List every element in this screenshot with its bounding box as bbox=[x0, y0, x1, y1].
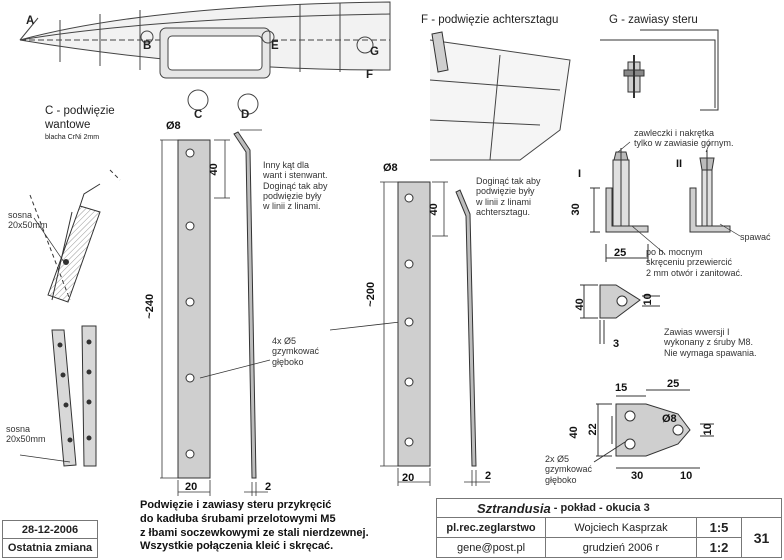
sheet-name: pokład - okucia 3 bbox=[560, 502, 650, 514]
dim-h-10: 10 bbox=[701, 423, 714, 436]
note-spawac: spawać bbox=[740, 232, 771, 242]
marker-b: B bbox=[143, 40, 152, 52]
section-c-title-1: C - podwięzie bbox=[45, 105, 115, 117]
note-hinge-m8: Zawias wwersji I wykonany z śruby M8. Ni… bbox=[664, 327, 757, 358]
dim-g-25: 25 bbox=[614, 247, 627, 259]
title-block: Sztrandusia - pokład - okucia 3 pl.rec.z… bbox=[436, 498, 782, 558]
section-f-title: F - podwięzie achtersztagu bbox=[421, 14, 559, 26]
dim-2-left: 2 bbox=[265, 481, 272, 493]
dim-g-3: 3 bbox=[613, 338, 620, 350]
holes-leader bbox=[199, 321, 401, 379]
c-chainplate-view-top bbox=[29, 169, 121, 303]
section-c-material: blacha CrNi 2mm bbox=[45, 134, 100, 141]
roman-1: I bbox=[578, 168, 582, 180]
dim-h-30: 30 bbox=[631, 470, 644, 482]
dim-40-mid: 40 bbox=[427, 203, 440, 216]
note-bend-achter: Doginąć tak aby podwięzie były w linii z… bbox=[476, 176, 541, 218]
dim-200: ~200 bbox=[365, 281, 378, 307]
strap-200 bbox=[380, 181, 490, 486]
marker-f: F bbox=[366, 69, 374, 81]
dim-o8-mid: Ø8 bbox=[383, 162, 398, 174]
marker-c: C bbox=[194, 109, 203, 121]
note-sosna-bottom: sosna 20x50mm bbox=[6, 424, 46, 445]
section-g-title: G - zawiasy steru bbox=[609, 14, 698, 26]
note-sosna-top: sosna 20x50mm bbox=[8, 210, 48, 231]
scale-1: 1:5 bbox=[696, 517, 742, 538]
boat-name: Sztrandusia bbox=[477, 500, 551, 516]
c-chainplate-view-bottom bbox=[19, 325, 97, 467]
dim-40-left: 40 bbox=[207, 163, 220, 176]
dim-g-40: 40 bbox=[573, 298, 586, 311]
org-name: pl.rec.zeglarstwo bbox=[436, 517, 546, 538]
revision-date: 28-12-2006 bbox=[2, 520, 98, 539]
dim-2-mid: 2 bbox=[485, 470, 492, 482]
marker-d: D bbox=[241, 109, 250, 121]
hinge-plate-triangle bbox=[580, 284, 660, 344]
g-hinge-view bbox=[600, 29, 719, 111]
dim-h-10b: 10 bbox=[680, 470, 693, 482]
roman-2: II bbox=[676, 158, 683, 170]
dim-20-left: 20 bbox=[185, 481, 198, 493]
dim-h-22: 22 bbox=[586, 423, 599, 436]
note-leaders bbox=[617, 141, 741, 255]
dim-240: ~240 bbox=[144, 293, 157, 319]
dim-20-mid: 20 bbox=[402, 472, 415, 484]
dim-h-15: 15 bbox=[615, 382, 628, 394]
note-cotter: zawleczki i nakrętka tylko w zawiasie gó… bbox=[634, 128, 734, 149]
revision-label: Ostatnia zmiana bbox=[2, 538, 98, 558]
note-bend-want: Inny kąt dla want i stenwant. Doginąć ta… bbox=[263, 160, 328, 212]
scale-2: 1:2 bbox=[696, 537, 742, 558]
hinge-variant-2 bbox=[689, 150, 731, 233]
assembly-instructions: Podwięzie i zawiasy steru przykręcić do … bbox=[140, 499, 369, 553]
hinge-variant-1 bbox=[590, 148, 649, 262]
dim-h-40: 40 bbox=[567, 426, 580, 439]
hinge-plate-bottom bbox=[593, 389, 714, 469]
dim-g-10: 10 bbox=[641, 293, 654, 306]
f-stern-view bbox=[429, 31, 571, 161]
author-name: Wojciech Kasprzak bbox=[545, 517, 697, 538]
dim-o8-left: Ø8 bbox=[166, 120, 181, 132]
dim-h-25: 25 bbox=[667, 378, 680, 390]
dim-h-o8: Ø8 bbox=[662, 413, 677, 425]
hull-deck-plan bbox=[19, 1, 391, 115]
section-c-title-2: wantowe bbox=[45, 119, 91, 131]
marker-g: G bbox=[370, 46, 379, 58]
marker-e: E bbox=[271, 40, 279, 52]
revision-box: 28-12-2006 Ostatnia zmiana bbox=[2, 520, 98, 558]
dim-g-30: 30 bbox=[569, 203, 582, 216]
title-row: Sztrandusia - pokład - okucia 3 bbox=[436, 498, 782, 518]
strap-240 bbox=[160, 129, 268, 496]
note-screw: po b. mocnym skręceniu przewiercić 2 mm … bbox=[646, 247, 743, 278]
title-dash: - bbox=[550, 502, 561, 514]
note-holes: 4x Ø5 gzymkować głęboko bbox=[272, 336, 320, 367]
note-holes-2: 2x Ø5 gzymkować głęboko bbox=[545, 454, 593, 485]
marker-a: A bbox=[26, 15, 35, 27]
contact-email: gene@post.pl bbox=[436, 537, 546, 558]
sheet-number: 31 bbox=[741, 517, 782, 558]
made-date: grudzień 2006 r bbox=[545, 537, 697, 558]
